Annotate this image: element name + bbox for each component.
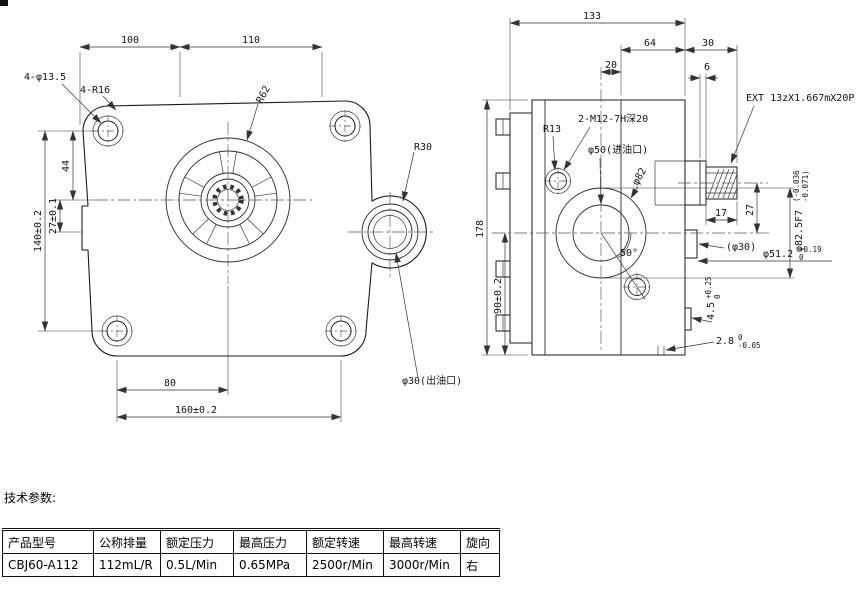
dim-4-5: 4.5 +0.25 0 bbox=[704, 276, 722, 320]
front-labels: 100 110 4-φ13.5 4-R16 R62 R30 140±0.2 44… bbox=[24, 35, 462, 416]
dim-64: 64 bbox=[644, 38, 656, 49]
dim-2-8: 2.8 0 -0.05 bbox=[716, 333, 761, 350]
dim-80: 80 bbox=[164, 378, 176, 389]
tech-params-table: 产品型号 公称排量 额定压力 最高压力 额定转速 最高转速 旋向 CBJ60-A… bbox=[2, 528, 500, 577]
label-corner-radius: 4-R16 bbox=[80, 85, 110, 96]
dim-82-5-tol-hi: (-0.036 bbox=[792, 170, 801, 202]
col-rotation: 旋向 bbox=[460, 529, 500, 554]
col-rated-speed: 额定转速 bbox=[306, 529, 384, 554]
dim-20: 20 bbox=[605, 60, 617, 71]
dim-44: 44 bbox=[61, 160, 72, 172]
dim-27-side: 27 bbox=[745, 204, 756, 216]
dim-133: 133 bbox=[583, 11, 601, 22]
table-data-row: CBJ60-A112 112mL/R 0.5L/Min 0.65MPa 2500… bbox=[2, 553, 500, 577]
dim-30-side: 30 bbox=[702, 38, 714, 49]
flange-spokes bbox=[179, 151, 277, 245]
value-product-model: CBJ60-A112 bbox=[2, 553, 94, 577]
label-outlet-port: φ30(出油口) bbox=[402, 374, 462, 387]
col-max-speed: 最高转速 bbox=[383, 529, 461, 554]
dim-82-5: φ82.5F7 (-0.036 -0.071) bbox=[792, 170, 810, 252]
dim-90: 90±0.2 bbox=[493, 278, 504, 314]
value-rated-speed: 2500r/Min bbox=[306, 553, 384, 577]
dim-160: 160±0.2 bbox=[175, 405, 217, 416]
label-r13: R13 bbox=[543, 124, 561, 135]
rear-boss bbox=[684, 229, 698, 259]
label-ext-spline: EXT 13zX1.667mX20P bbox=[746, 93, 854, 104]
col-rated-pressure: 额定压力 bbox=[160, 529, 234, 554]
dim-51-2-value: φ51.2 bbox=[763, 249, 793, 260]
dim-27-front: 27±0.1 bbox=[48, 198, 59, 234]
side-view: 133 64 30 20 6 EXT 13zX1.667mX20P R13 2-… bbox=[475, 11, 854, 356]
label-thread: 2-M12-7H深20 bbox=[578, 113, 648, 125]
dim-51-2-tol-lo: 0 bbox=[799, 253, 804, 262]
tech-params-title: 技术参数: bbox=[4, 491, 57, 505]
col-max-pressure: 最高压力 bbox=[233, 529, 307, 554]
dim-2-8-tol-hi: 0 bbox=[738, 333, 743, 342]
value-max-speed: 3000r/Min bbox=[383, 553, 461, 577]
front-view: 100 110 4-φ13.5 4-R16 R62 R30 140±0.2 44… bbox=[24, 35, 462, 422]
label-r30: R30 bbox=[414, 142, 432, 153]
dim-82-5-value: φ82.5F7 bbox=[794, 210, 805, 252]
value-rotation: 右 bbox=[460, 553, 500, 577]
rear-groove bbox=[684, 307, 692, 331]
dim-2-8-tol-lo: -0.05 bbox=[738, 341, 761, 350]
angle-50: 50° bbox=[620, 248, 638, 259]
col-displacement: 公称排量 bbox=[93, 529, 161, 554]
value-rated-pressure: 0.5L/Min bbox=[160, 553, 234, 577]
value-max-pressure: 0.65MPa bbox=[233, 553, 307, 577]
side-flange-plate bbox=[509, 112, 533, 344]
dim-4-5-value: 4.5 bbox=[706, 302, 717, 320]
front-centerlines bbox=[92, 110, 434, 347]
angle-construction bbox=[600, 232, 646, 300]
dim-4-5-tol-hi: +0.25 bbox=[704, 276, 713, 299]
value-displacement: 112mL/R bbox=[93, 553, 161, 577]
label-inlet-port: φ50(进油口) bbox=[588, 143, 648, 156]
dim-17: 17 bbox=[715, 208, 727, 219]
dim-110: 110 bbox=[242, 35, 260, 46]
dim-82-5-tol-lo: -0.071) bbox=[801, 170, 810, 202]
col-product-model: 产品型号 bbox=[2, 529, 94, 554]
pump-body-outline bbox=[81, 100, 427, 357]
dim-4-5-tol-lo: 0 bbox=[713, 294, 722, 299]
side-dimension-lines bbox=[483, 19, 832, 356]
label-phi30: (φ30) bbox=[726, 242, 756, 253]
dim-51-2: φ51.2 +0.19 0 bbox=[763, 245, 822, 262]
label-mounting-holes: 4-φ13.5 bbox=[24, 72, 66, 83]
dim-2-8-value: 2.8 bbox=[716, 336, 734, 347]
dim-100: 100 bbox=[121, 35, 139, 46]
side-body bbox=[531, 99, 686, 356]
gear-spline bbox=[212, 184, 244, 216]
dim-6: 6 bbox=[704, 62, 710, 73]
corner-mark bbox=[0, 0, 8, 6]
dim-178: 178 bbox=[475, 220, 486, 238]
side-centerlines bbox=[492, 67, 770, 352]
front-dimension-lines bbox=[41, 43, 419, 421]
table-header-row: 产品型号 公称排量 额定压力 最高压力 额定转速 最高转速 旋向 bbox=[2, 529, 500, 554]
engineering-drawing: 100 110 4-φ13.5 4-R16 R62 R30 140±0.2 44… bbox=[0, 0, 854, 422]
spline-hatching bbox=[707, 168, 738, 199]
dim-51-2-tol-hi: +0.19 bbox=[799, 245, 822, 254]
dim-140: 140±0.2 bbox=[33, 210, 44, 252]
